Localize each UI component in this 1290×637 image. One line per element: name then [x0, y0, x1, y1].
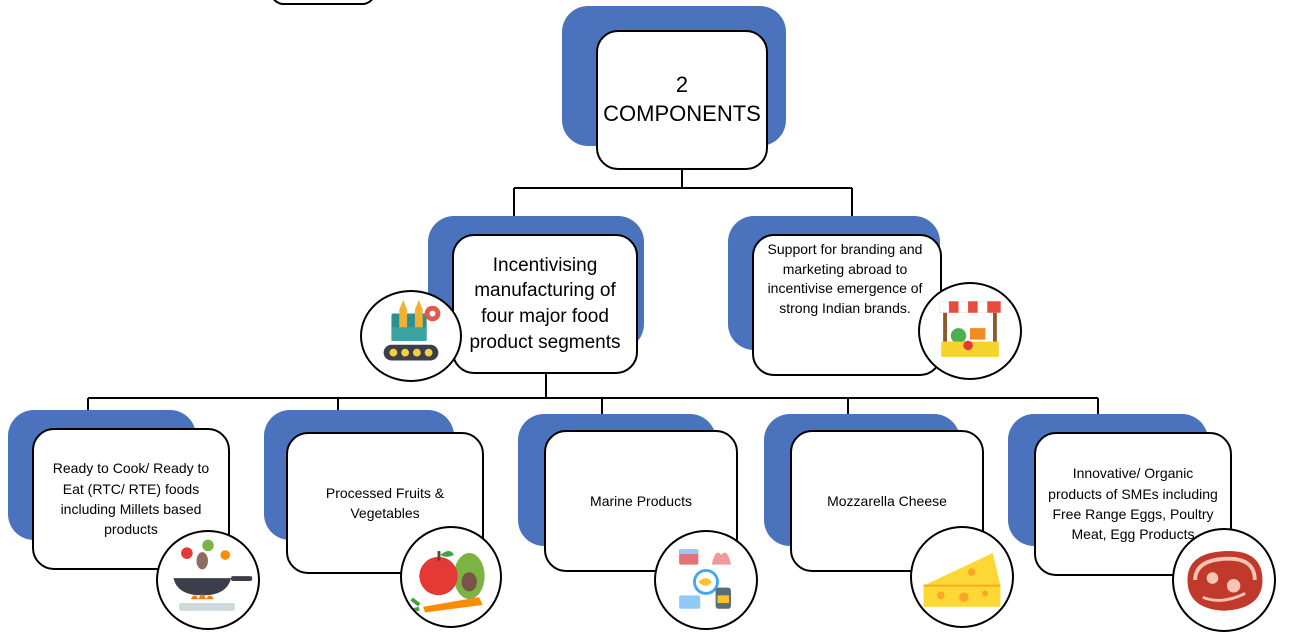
- segment-rtc-rte-node: Ready to Cook/ Ready to Eat (RTC/ RTE) f…: [32, 428, 230, 570]
- segment-mozzarella-label: Mozzarella Cheese: [827, 492, 947, 509]
- branch-branding-node: Support for branding and marketing abroa…: [752, 234, 942, 376]
- segment-rtc-rte-label: Ready to Cook/ Ready to Eat (RTC/ RTE) f…: [52, 460, 210, 538]
- branch-manufacturing-node: Incentivising manufacturing of four majo…: [452, 234, 638, 374]
- scroll-decoration-icon: [273, 0, 373, 5]
- wok-cooking-icon: [156, 530, 260, 630]
- branch-branding-label: Support for branding and marketing abroa…: [767, 241, 923, 316]
- segment-sme-label: Innovative/ Organic products of SMEs inc…: [1048, 465, 1218, 543]
- meat-steak-icon: [1172, 528, 1276, 632]
- fruits-vegetables-icon: [400, 526, 502, 628]
- market-stall-icon: [918, 282, 1022, 380]
- root-label: 2 COMPONENTS: [603, 72, 761, 126]
- segment-marine-label: Marine Products: [590, 492, 692, 509]
- factory-conveyor-icon: [360, 290, 462, 382]
- branch-manufacturing-label: Incentivising manufacturing of four majo…: [469, 254, 621, 353]
- segment-fruits-veg-label: Processed Fruits & Vegetables: [325, 484, 445, 521]
- marine-products-icon: [654, 530, 758, 630]
- cheese-icon: [910, 526, 1014, 628]
- root-node: 2 COMPONENTS: [596, 30, 768, 170]
